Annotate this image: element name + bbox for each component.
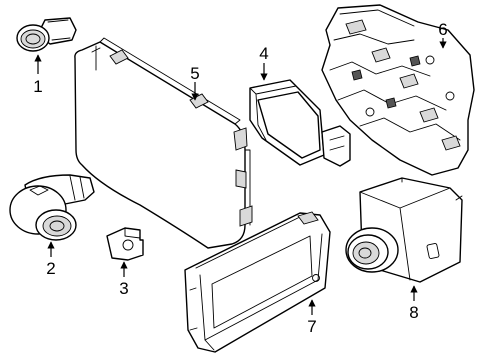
part-3-bracket — [106, 227, 144, 261]
callout-6: 6 — [438, 20, 447, 39]
part-8-camera — [345, 177, 463, 283]
callout-4: 4 — [259, 44, 268, 63]
callout-5: 5 — [190, 64, 199, 83]
part-4-control-module — [249, 79, 351, 167]
callout-1: 1 — [33, 77, 42, 96]
callout-7: 7 — [307, 317, 316, 336]
part-6-carrier-bracket — [321, 4, 475, 176]
callout-3: 3 — [119, 279, 128, 298]
part-5-display-housing — [74, 37, 253, 249]
callout-2: 2 — [46, 259, 55, 278]
part-7-module — [184, 211, 331, 353]
part-1-parking-sensor — [16, 17, 77, 52]
part-2-parking-sensor — [9, 174, 95, 241]
callout-8: 8 — [409, 303, 418, 322]
